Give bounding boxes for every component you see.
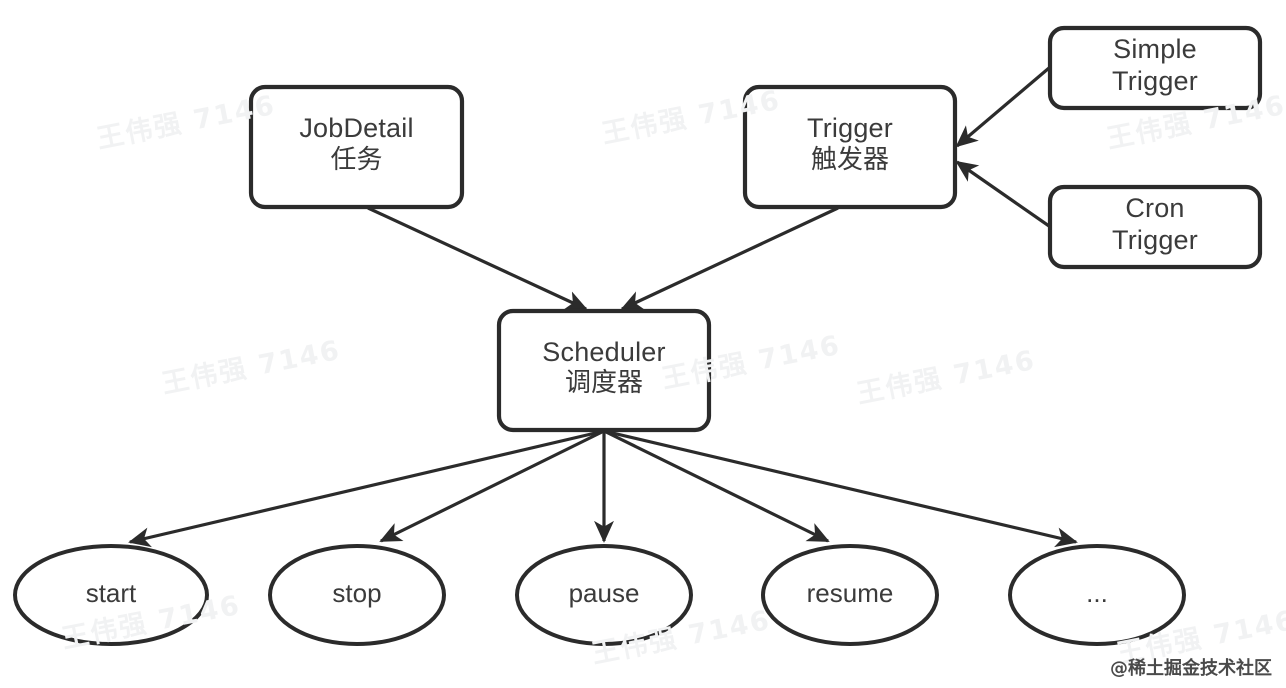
node-box-simple-trigger[interactable] xyxy=(1047,25,1263,111)
nodes-group xyxy=(248,25,1263,433)
ellipse-stop[interactable] xyxy=(268,544,446,646)
edge-scheduler-to-stop xyxy=(379,429,605,543)
node-box-cron-trigger[interactable] xyxy=(1047,184,1263,270)
edge-scheduler-to-start xyxy=(128,429,605,548)
node-box-trigger[interactable] xyxy=(742,84,958,210)
edge-jobdetail-to-scheduler xyxy=(367,206,588,311)
ellipse-start[interactable] xyxy=(13,544,209,646)
node-box-scheduler[interactable] xyxy=(496,308,712,433)
ellipse-resume[interactable] xyxy=(761,544,939,646)
edge-scheduler-to-resume xyxy=(603,429,830,543)
ellipse-pause[interactable] xyxy=(515,544,693,646)
edge-cron-trigger-to-trigger xyxy=(955,160,1050,228)
ellipse-ellipsis-more[interactable] xyxy=(1008,544,1186,646)
node-box-jobdetail[interactable] xyxy=(248,84,465,210)
site-credit-watermark: @稀土掘金技术社区 xyxy=(1110,658,1272,679)
edges-group xyxy=(128,66,1078,548)
edge-trigger-to-scheduler xyxy=(620,206,839,311)
edge-scheduler-to-more xyxy=(603,429,1078,548)
ellipses-group xyxy=(13,544,1186,646)
edge-simple-trigger-to-trigger xyxy=(955,66,1051,148)
